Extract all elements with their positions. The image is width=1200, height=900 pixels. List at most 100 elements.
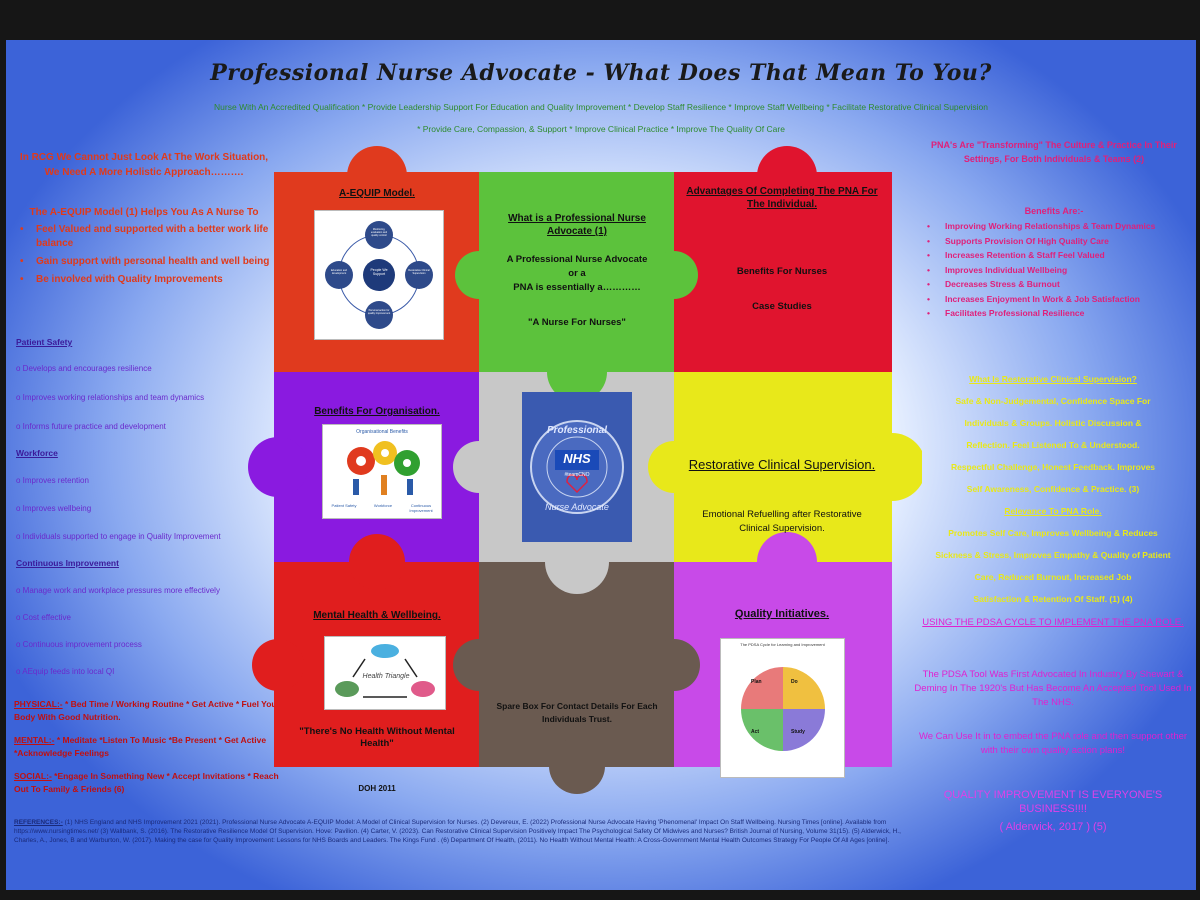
- benefit-item: Supports Provision Of High Quality Care: [921, 235, 1186, 248]
- knob: [453, 441, 505, 493]
- mental-text: * Meditate *Listen To Music *Be Present …: [14, 735, 267, 758]
- aequip-node: [365, 221, 393, 249]
- relevance-line: Care, Reduced Burnout, Increased Job: [974, 572, 1132, 582]
- section-item: o Individuals supported to engage in Qua…: [16, 532, 221, 541]
- rcs-line: Self Awareness, Confidence & Practice. (…: [966, 484, 1140, 494]
- pdsa-label: Do: [791, 679, 798, 685]
- benefits-list: Improving Working Relationships & Team D…: [921, 220, 1186, 322]
- benefit-item: Improves Individual Wellbeing: [921, 264, 1186, 277]
- section-heading-workforce: Workforce: [16, 448, 58, 458]
- section-item: o Informs future practice and developmen…: [16, 422, 166, 431]
- knob: [252, 639, 304, 691]
- person-icon: [381, 475, 387, 495]
- pdsa-study: [783, 709, 825, 751]
- person-icon: [353, 479, 359, 495]
- rcs-line: Reflection. Feel Listened To & Understoo…: [966, 440, 1140, 450]
- pna-line: or a: [568, 268, 586, 279]
- rcs-title: Restorative Clinical Supervision.: [688, 457, 876, 472]
- logo-nhs-text: NHS: [563, 451, 591, 466]
- section-item: o Continuous improvement process: [16, 640, 142, 649]
- aequip-title: A-EQUIP Model.: [339, 188, 415, 199]
- spare-box-text: Spare Box For Contact Details For Each I…: [496, 701, 658, 724]
- advantages-line: Case Studies: [752, 301, 812, 312]
- health-triangle-graphic: [335, 644, 435, 698]
- organisation-title: Benefits For Organisation.: [314, 406, 440, 417]
- social-icon: [335, 681, 359, 697]
- puzzle-grid: A-EQUIP Model. People We Support Monitor…: [242, 140, 922, 800]
- knob: [349, 534, 405, 590]
- aequip-node-label: Personal action for quality improvement: [367, 309, 391, 315]
- advantages-title: Advantages Of Completing The PNA For The…: [686, 186, 878, 210]
- social-label: SOCIAL:-: [14, 771, 52, 781]
- gears-graphic: [347, 441, 420, 495]
- section-item: o Improves wellbeing: [16, 504, 92, 513]
- knob: [757, 532, 817, 592]
- left-bullet: Be involved with Quality Improvements: [16, 273, 276, 287]
- benefit-item: Increases Retention & Staff Feel Valued: [921, 249, 1186, 262]
- section-item: o AEquip feeds into local QI: [16, 667, 115, 676]
- person-icon: [407, 479, 413, 495]
- pdsa-label: Study: [791, 729, 805, 735]
- gear-hub: [403, 459, 411, 467]
- physical-label: PHYSICAL:-: [14, 699, 63, 709]
- left-bullet: Gain support with personal health and we…: [16, 255, 276, 269]
- section-item: o Improves retention: [16, 476, 89, 485]
- aequip-node-label: Restorative Clinical Supervision: [408, 269, 430, 275]
- mental-health-title: Mental Health & Wellbeing.: [313, 610, 441, 621]
- organisation-label: Continuous Improvement: [409, 503, 433, 513]
- knob: [547, 342, 607, 402]
- physical-line: PHYSICAL:- * Bed Time / Working Routine …: [14, 698, 284, 724]
- organisation-image-title: Organisational Benefits: [356, 429, 408, 435]
- relevance-line: Sickness & Stress, Improves Empathy & Qu…: [935, 550, 1171, 560]
- organisation-image: Organisational Benefits Patient Safety W…: [322, 424, 442, 519]
- piece-spare: [479, 562, 674, 767]
- rcs-line: Individuals & Groups. Holistic Discussio…: [964, 418, 1142, 428]
- logo-sub-text: #teamCNO: [564, 472, 590, 478]
- mental-label: MENTAL:-: [14, 735, 55, 745]
- knob: [347, 146, 407, 206]
- qi-banner: QUALITY IMPROVEMENT IS EVERYONE'S BUSINE…: [943, 789, 1163, 815]
- arrow-icon: [404, 658, 418, 678]
- references-label: REFERENCES:-: [14, 819, 63, 826]
- pdsa-label: Act: [751, 729, 760, 735]
- rcs-text: Emotional Refuelling after Restorative C…: [702, 509, 862, 534]
- organisation-label: Patient Safety: [331, 503, 357, 508]
- relevance-line: Promotes Self Care, Improves Wellbeing &…: [948, 528, 1158, 538]
- benefit-item: Decreases Stress & Burnout: [921, 278, 1186, 291]
- knob: [248, 437, 308, 497]
- tagline-1: Nurse With An Accredited Qualification *…: [214, 102, 988, 112]
- poster-title: Professional Nurse Advocate - What Does …: [210, 60, 992, 86]
- section-item: o Improves working relationships and tea…: [16, 393, 205, 402]
- aequip-diagram-svg: [325, 221, 433, 329]
- aequip-node: [405, 261, 433, 289]
- pdsa-text-1: The PDSA Tool Was First Advocated In Ind…: [914, 669, 1192, 708]
- mental-health-quote: "There's No Health Without Mental Health…: [299, 726, 455, 749]
- pdsa-do: [783, 667, 825, 709]
- section-item: o Manage work and workplace pressures mo…: [16, 586, 220, 595]
- knob: [650, 251, 698, 299]
- references-text: (1) NHS England and NHS Improvement 2021…: [14, 819, 901, 844]
- logo-inner-ring: [546, 436, 608, 498]
- aequip-diagram: People We Support Monitoring, evaluation…: [314, 210, 444, 340]
- poster: Professional Nurse Advocate - What Does …: [6, 40, 1196, 890]
- section-item: o Develops and encourages resilience: [16, 364, 152, 373]
- advantages-line: Benefits For Nurses: [736, 266, 828, 277]
- pdsa-heading: USING THE PDSA CYCLE TO IMPLEMENT THE PN…: [922, 617, 1184, 628]
- piece-rcs: [674, 372, 892, 562]
- aequip-node: [325, 261, 353, 289]
- social-line: SOCIAL:- *Engage In Something New * Acce…: [14, 770, 284, 796]
- left-bullets: Feel Valued and supported with a better …: [16, 223, 276, 291]
- benefit-item: Increases Enjoyment In Work & Job Satisf…: [921, 293, 1186, 306]
- knob: [648, 639, 700, 691]
- right-intro: PNA's Are "Transforming" The Culture & P…: [931, 140, 1177, 164]
- mental-line: MENTAL:- * Meditate *Listen To Music *Be…: [14, 734, 284, 760]
- pdsa-label: Plan: [751, 679, 762, 685]
- pna-quote: "A Nurse For Nurses": [528, 317, 626, 328]
- benefit-item: Facilitates Professional Resilience: [921, 307, 1186, 320]
- nhs-badge: [555, 450, 599, 470]
- pdsa-image-title: The PDSA Cycle for Learning and Improvem…: [740, 642, 825, 647]
- relevance-heading: Relevance To PNA Role.: [1004, 506, 1102, 516]
- gear-hub: [381, 449, 389, 457]
- physical-text: * Bed Time / Working Routine * Get Activ…: [14, 699, 280, 722]
